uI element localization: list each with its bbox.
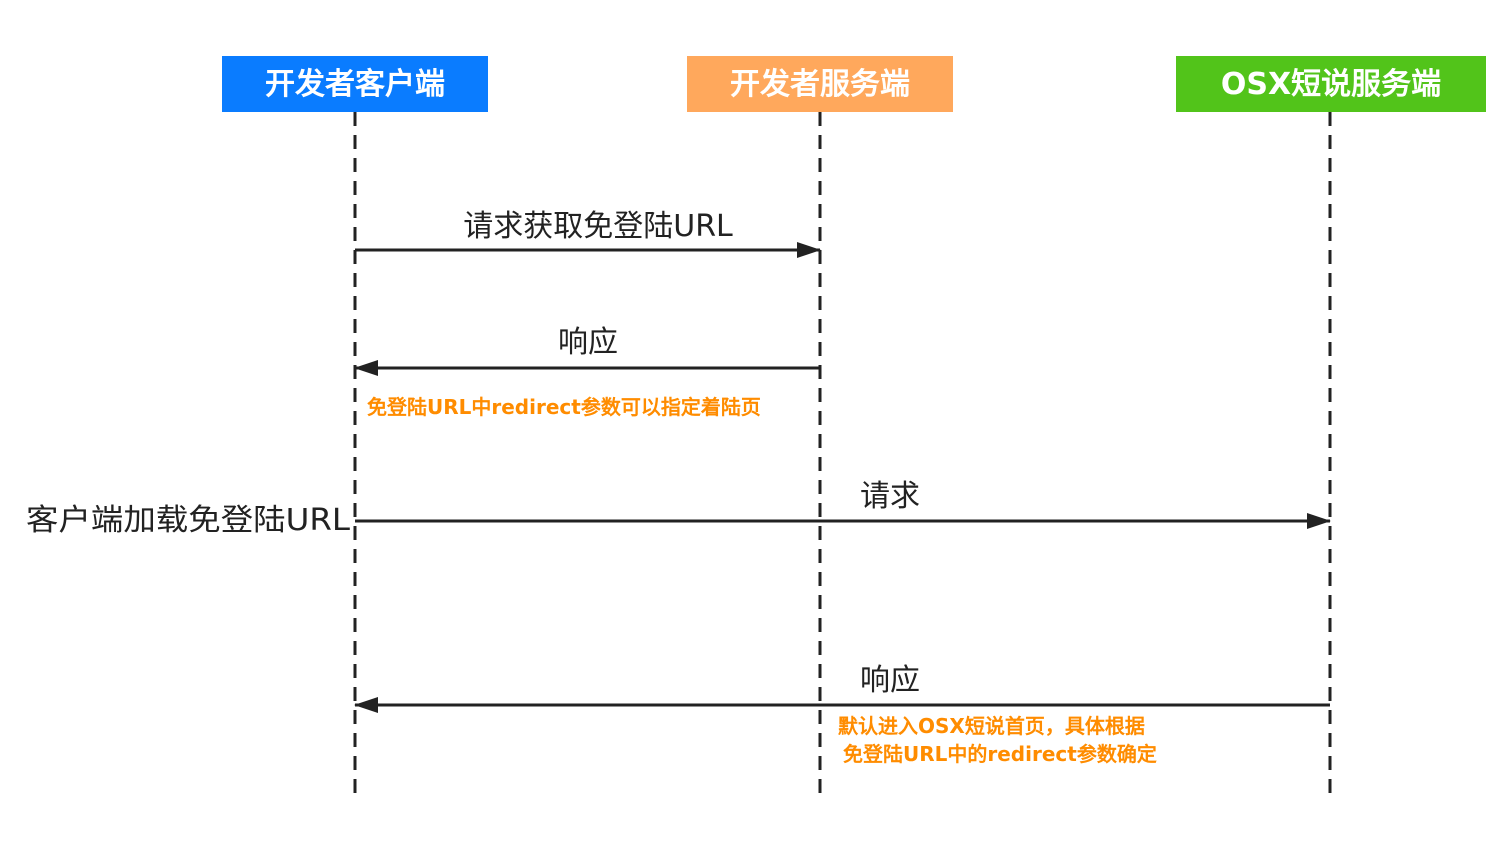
message-response-1-label: 响应 [558, 325, 618, 360]
message-response-2-label: 响应 [860, 663, 920, 698]
message-request-login-url-label: 请求获取免登陆URL [463, 209, 733, 244]
participant-dev-server-box [687, 56, 953, 112]
participant-osx-server-box [1176, 56, 1486, 112]
note-default-line2: 免登陆URL中的redirect参数确定 [843, 742, 1157, 766]
participant-osx-server: OSX短说服务端 [1176, 56, 1486, 112]
participant-dev-server: 开发者服务端 [687, 56, 953, 112]
note-default-line1: 默认进入OSX短说首页，具体根据 [838, 714, 1145, 738]
participant-dev-server-label: 开发者服务端 [730, 67, 910, 102]
participant-client-box [222, 56, 488, 112]
note-redirect: 免登陆URL中redirect参数可以指定着陆页 [367, 395, 761, 419]
message-request-label: 请求 [860, 479, 920, 514]
participant-client: 开发者客户端 [222, 56, 488, 112]
participant-client-label: 开发者客户端 [265, 67, 445, 102]
side-label-load-url: 客户端加载免登陆URL [26, 503, 350, 538]
participant-osx-server-label: OSX短说服务端 [1221, 67, 1441, 102]
